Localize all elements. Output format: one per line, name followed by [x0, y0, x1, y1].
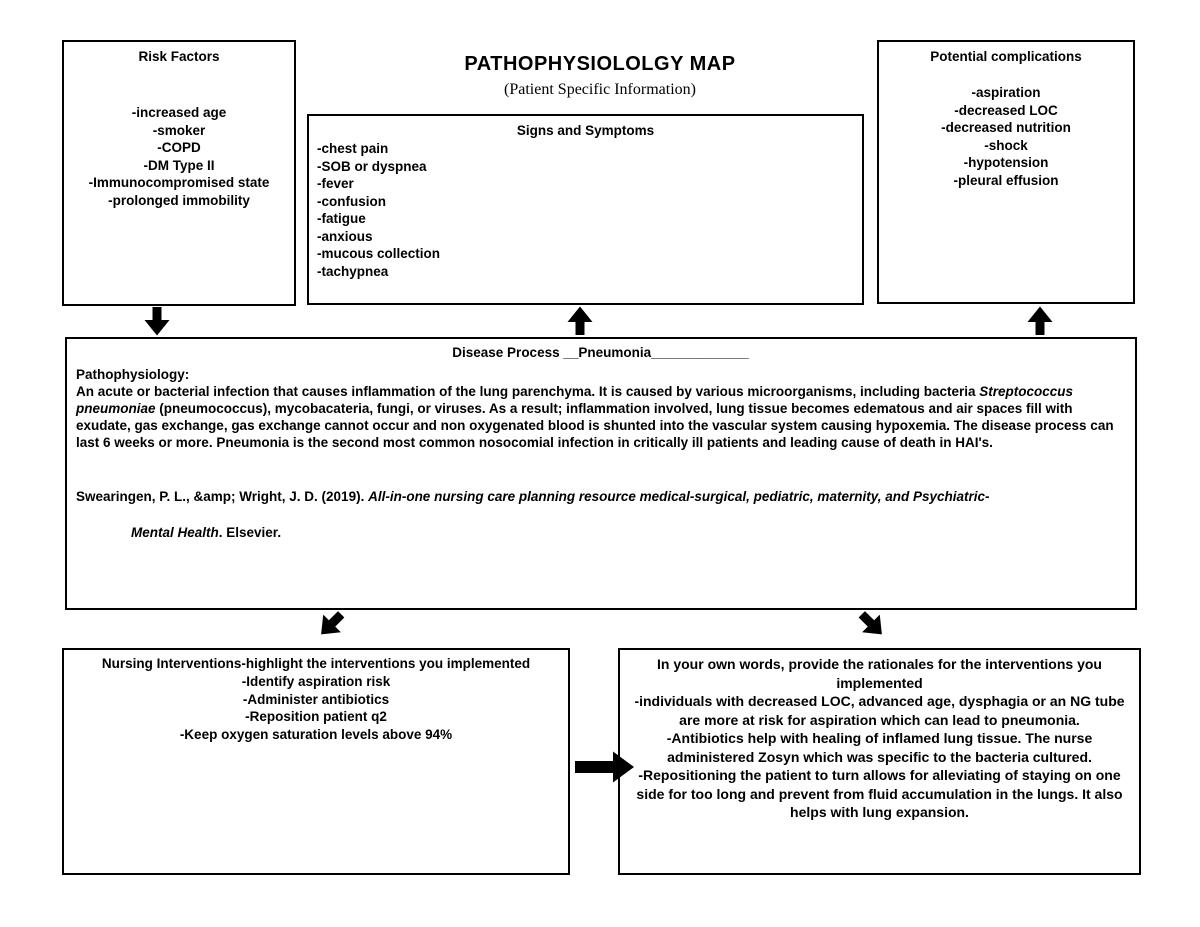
citation-authors: Swearingen, P. L., &amp; Wright, J. D. (… [76, 489, 369, 504]
list-item: -SOB or dyspnea [317, 158, 427, 174]
list-item: -DM Type II [143, 157, 215, 173]
list-item: -individuals with decreased LOC, advance… [634, 693, 1125, 728]
list-item: -chest pain [317, 141, 389, 156]
list-item: -hypotension [963, 155, 1049, 170]
list-item: -fever [317, 176, 354, 191]
list-item: -smoker [152, 122, 206, 138]
arrow-disease-to-signs-up-icon [567, 306, 593, 335]
signs-symptoms-box: Signs and Symptoms -chest pain -SOB or d… [307, 114, 864, 305]
signs-symptoms-title: Signs and Symptoms [516, 123, 655, 138]
list-item: -pleural effusion [953, 172, 1059, 188]
list-item: -decreased nutrition [941, 120, 1071, 135]
pathophysiology-label: Pathophysiology: [76, 367, 190, 382]
potential-complications-box: Potential complications -aspiration -dec… [877, 40, 1135, 304]
list-item: -anxious [317, 228, 373, 244]
citation-publisher: . Elsevier. [218, 525, 282, 540]
signs-symptoms-list: -chest pain -SOB or dyspnea -fever -conf… [309, 140, 862, 280]
list-item: -tachypnea [317, 263, 389, 279]
arrow-disease-to-rationales-diagonal-icon [853, 605, 892, 644]
paragraph-text: An acute or bacterial infection that cau… [76, 384, 980, 399]
rationales-box: In your own words, provide the rationale… [618, 648, 1141, 875]
list-item: -fatigue [317, 211, 366, 226]
pathophysiology-section: Pathophysiology: An acute or bacterial i… [76, 366, 1125, 451]
pathophysiology-paragraph: An acute or bacterial infection that cau… [76, 383, 1125, 451]
arrow-interventions-to-rationales-right-icon [575, 751, 635, 783]
risk-factors-title: Risk Factors [138, 49, 220, 64]
page-subtitle: (Patient Specific Information) [504, 81, 696, 98]
nursing-interventions-title: Nursing Interventions-highlight the inte… [101, 656, 531, 671]
spacer [64, 66, 294, 104]
list-item: -increased age [131, 105, 227, 120]
list-item: -decreased LOC [954, 102, 1058, 118]
arrow-risk-to-disease-down-icon [144, 307, 170, 336]
page-title: PATHOPHYSIOLOLGY MAP [464, 53, 736, 75]
list-item: -confusion [317, 193, 386, 209]
list-item: -mucous collection [317, 246, 441, 261]
risk-factors-box: Risk Factors -increased age -smoker -COP… [62, 40, 296, 306]
list-item: -COPD [157, 140, 201, 155]
disease-process-box: Disease Process __Pneumonia_____________… [65, 337, 1137, 610]
potential-complications-title: Potential complications [930, 49, 1082, 64]
list-item: -Reposition patient q2 [245, 709, 387, 724]
reference-citation: Swearingen, P. L., &amp; Wright, J. D. (… [76, 488, 1125, 541]
list-item: -Identify aspiration risk [241, 674, 391, 689]
disease-process-heading: Disease Process __Pneumonia_____________ [452, 345, 749, 360]
citation-line: Swearingen, P. L., &amp; Wright, J. D. (… [76, 488, 1125, 505]
list-item: -Antibiotics help with healing of inflam… [666, 730, 1093, 765]
species-name-text: Streptococcus pneumoniae [76, 384, 1074, 416]
list-item: -Immunocompromised state [88, 175, 270, 190]
nursing-interventions-box: Nursing Interventions-highlight the inte… [62, 648, 570, 875]
arrow-disease-to-complications-up-icon [1027, 306, 1053, 335]
page-header: PATHOPHYSIOLOLGY MAP (Patient Specific I… [250, 52, 950, 100]
list-item: -Administer antibiotics [242, 691, 390, 707]
paragraph-text: (pneumococcus), mycobacateria, fungi, or… [76, 401, 1114, 450]
arrow-disease-to-interventions-diagonal-icon [312, 605, 351, 644]
rationales-title: In your own words, provide the rationale… [657, 656, 1102, 691]
citation-line: Mental Health. Elsevier. [131, 524, 1125, 541]
spacer [879, 66, 1133, 84]
list-item: -shock [984, 137, 1028, 153]
citation-book-title: Mental Health [131, 525, 219, 540]
list-item: -Repositioning the patient to turn allow… [636, 767, 1123, 820]
list-item: -aspiration [971, 85, 1041, 100]
list-item: -Keep oxygen saturation levels above 94% [179, 726, 453, 742]
citation-book-title: All-in-one nursing care planning resourc… [368, 489, 990, 504]
list-item: -prolonged immobility [108, 192, 250, 208]
